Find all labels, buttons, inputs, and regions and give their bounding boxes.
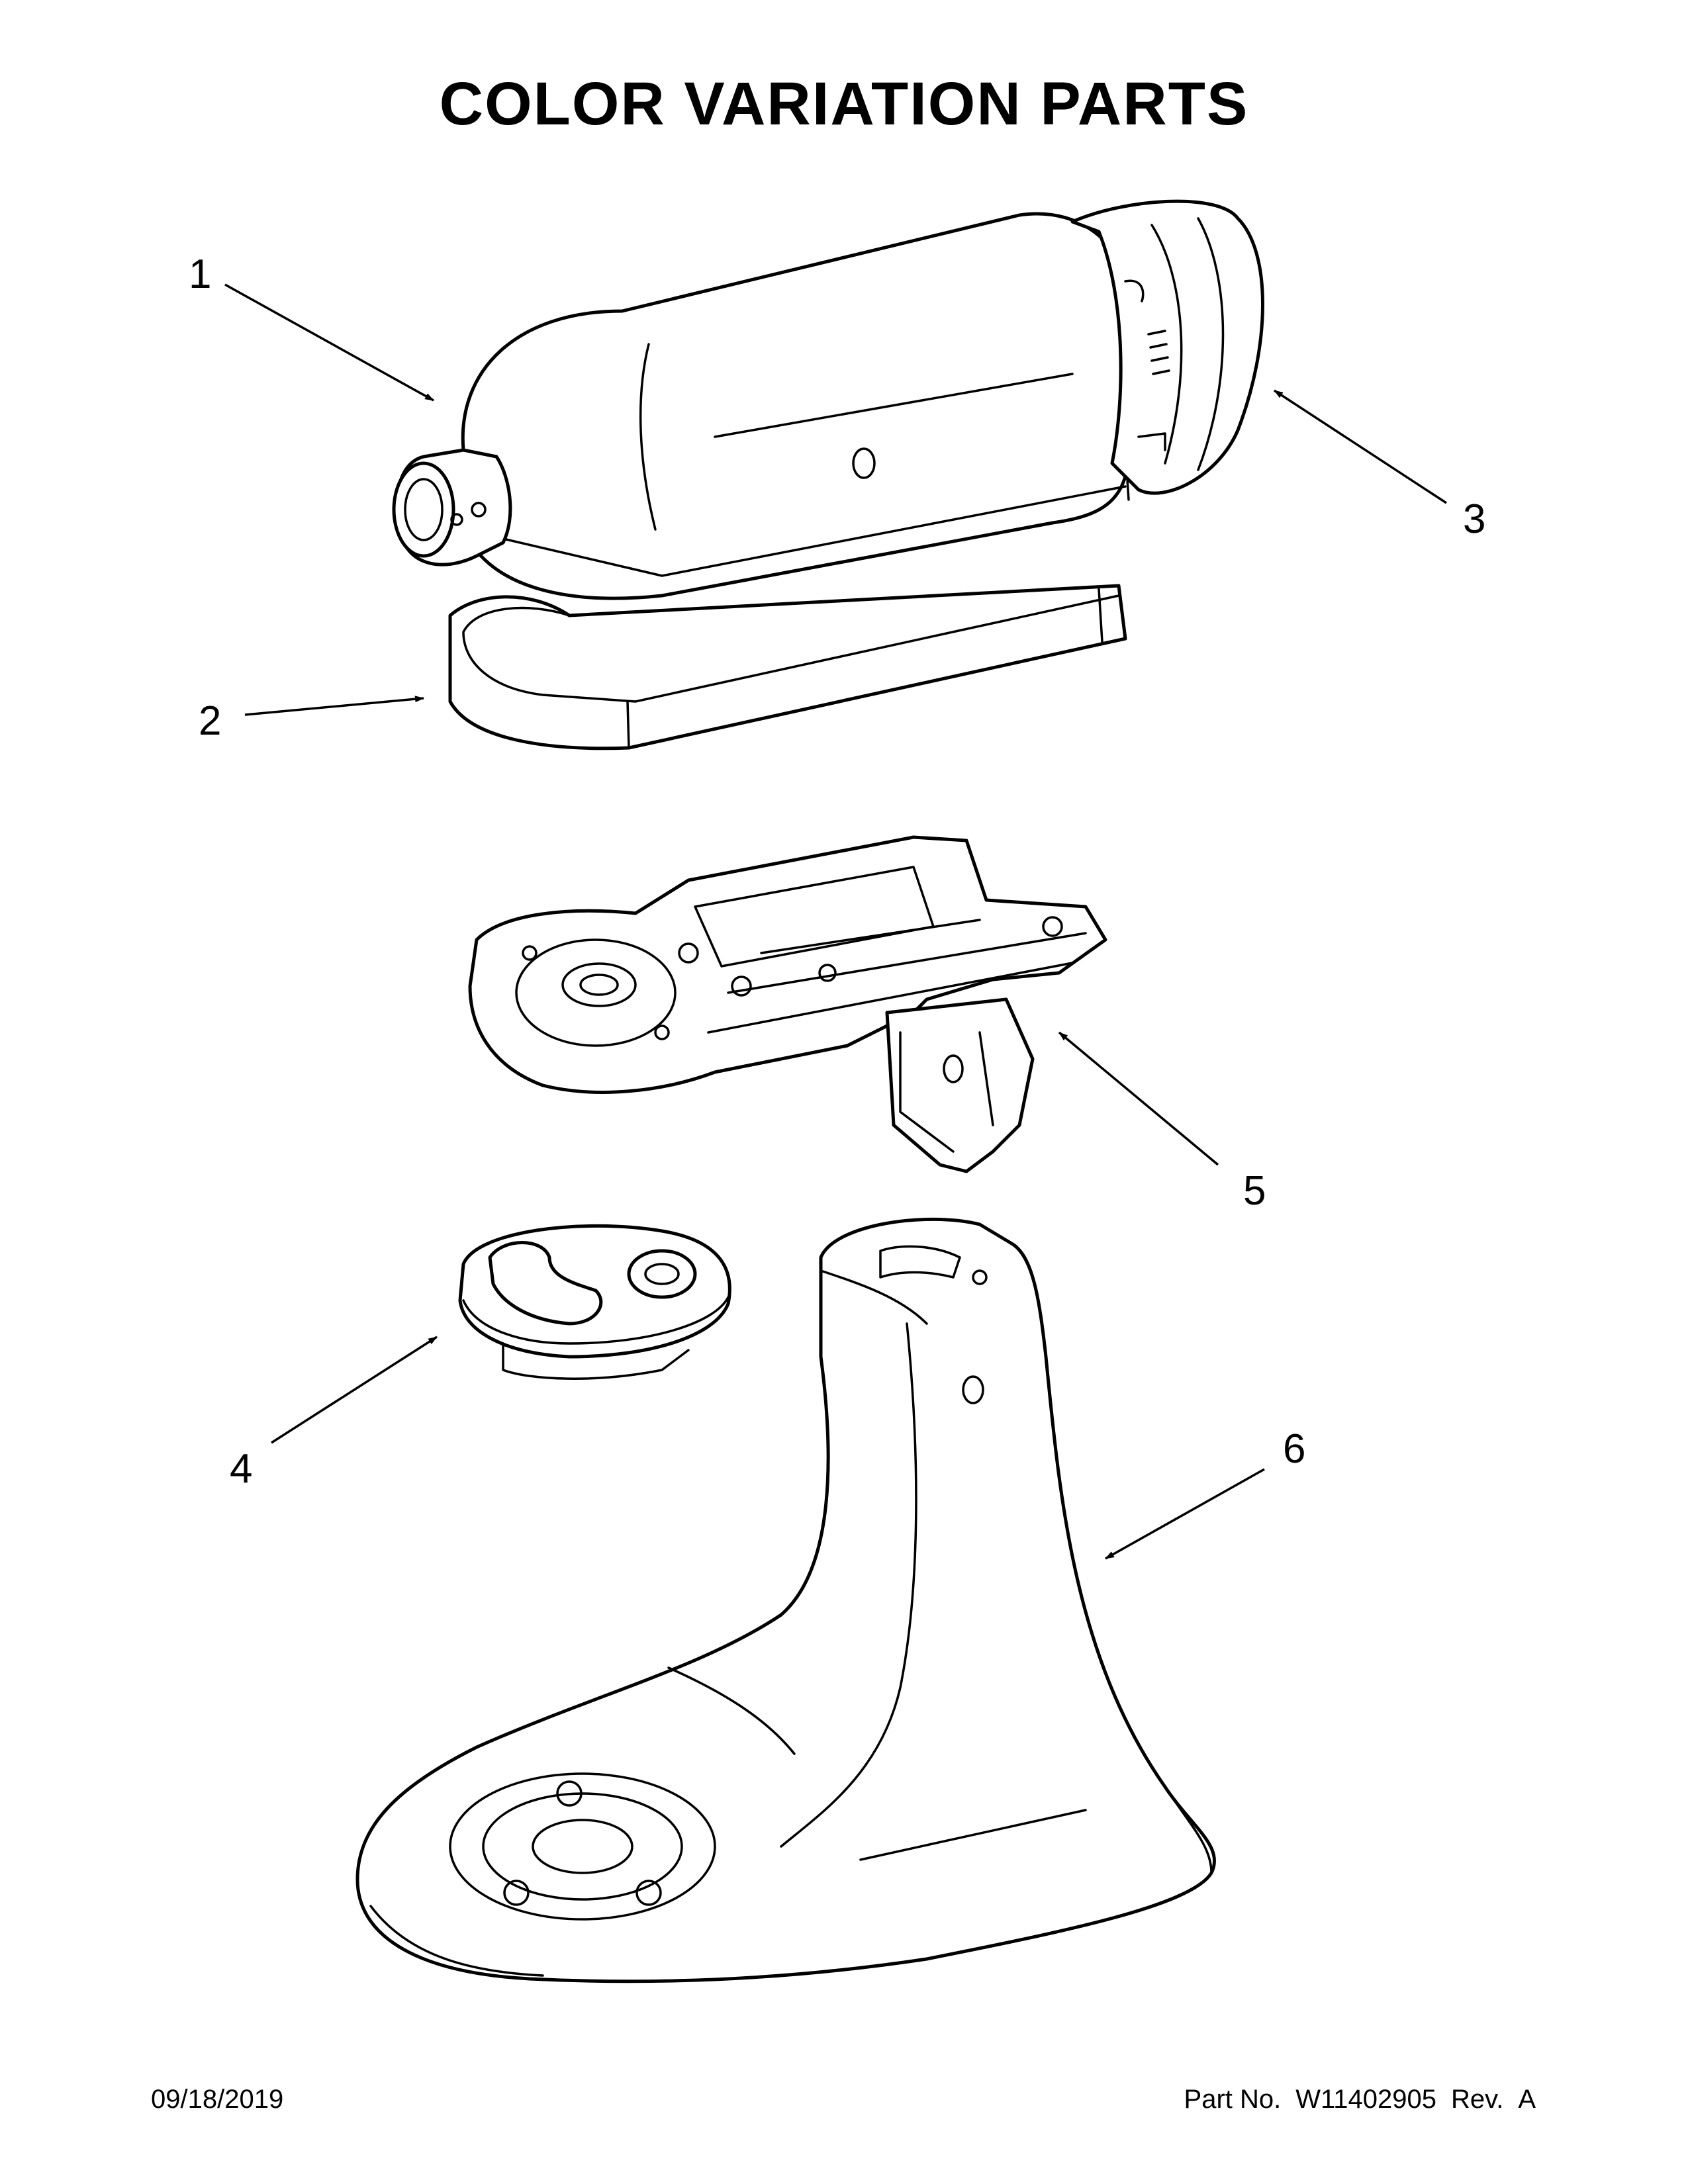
footer-date: 09/18/2019	[151, 2085, 284, 2114]
part-4-planetary-ring	[458, 1224, 731, 1380]
callout-number-1: 1	[189, 251, 211, 297]
callout-leader-3	[1274, 389, 1447, 504]
callout-leader-6	[1105, 1468, 1265, 1560]
rev: A	[1518, 2085, 1536, 2114]
rev-label: Rev.	[1451, 2085, 1504, 2114]
page-title: COLOR VARIATION PARTS	[439, 70, 1249, 138]
part-3-rear-cover	[1070, 199, 1264, 495]
callout-leader-1	[224, 283, 434, 402]
footer-part-info: Part No. W11402905 Rev. A	[1170, 2085, 1536, 2115]
part-1-motor-housing	[392, 212, 1134, 600]
callout-number-3: 3	[1463, 496, 1485, 542]
part-6-pedestal-base	[355, 1217, 1217, 1983]
callout-number-4: 4	[230, 1446, 252, 1492]
part-no: W11402905	[1295, 2085, 1437, 2114]
callout-leader-5	[1058, 1031, 1219, 1166]
part-no-label: Part No.	[1184, 2085, 1282, 2114]
callout-number-5: 5	[1243, 1168, 1266, 1214]
callout-number-2: 2	[199, 698, 221, 744]
callout-leader-2	[244, 696, 424, 716]
callout-number-6: 6	[1283, 1426, 1305, 1472]
part-5-gear-housing	[468, 835, 1107, 1173]
part-2-trim-band	[448, 584, 1127, 751]
callout-leader-4	[271, 1336, 438, 1444]
